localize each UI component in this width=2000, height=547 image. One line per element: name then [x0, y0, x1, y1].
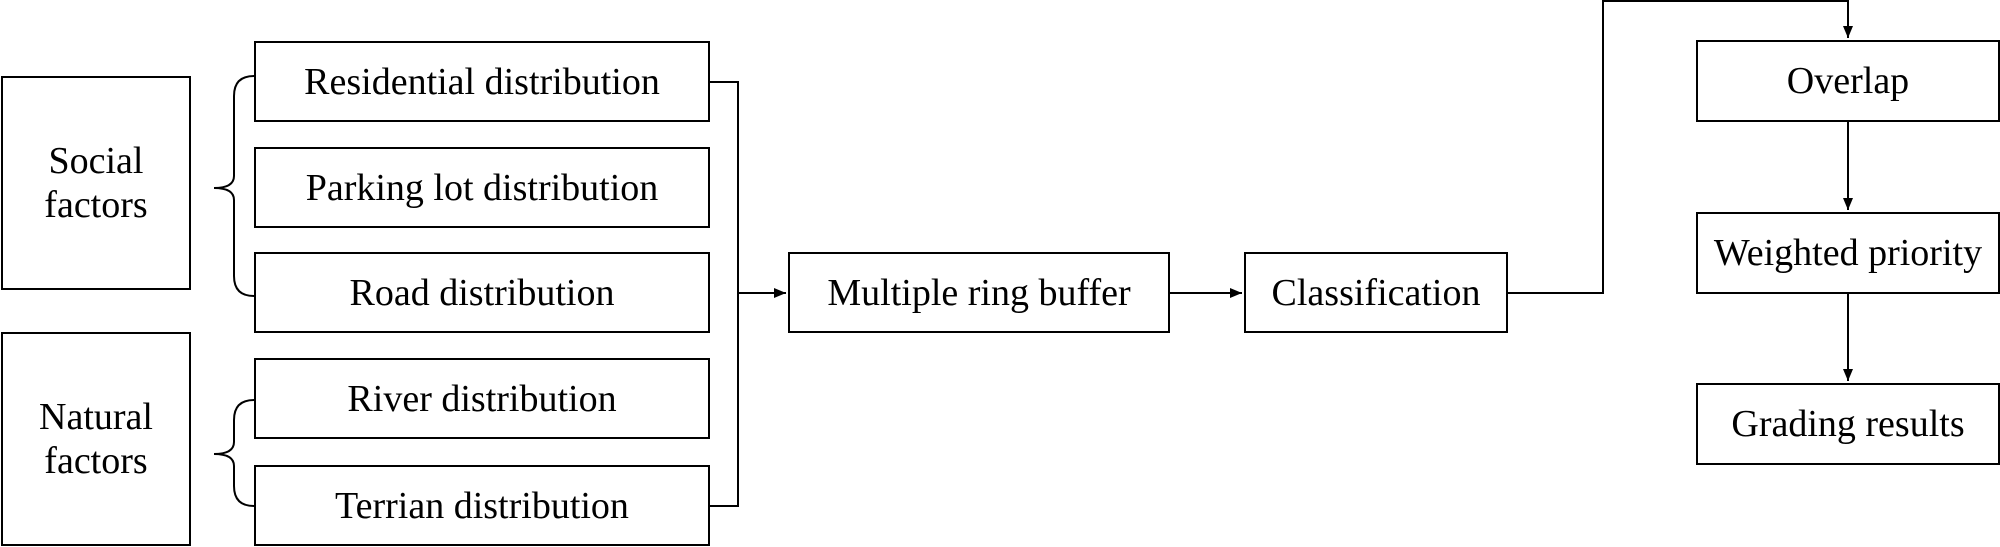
parking-lot-distribution-box: Parking lot distribution	[254, 147, 710, 228]
natural-factors-label-line2: factors	[44, 440, 148, 482]
multiple-ring-buffer-box: Multiple ring buffer	[788, 252, 1170, 333]
natural-factors-box: Natural factors	[1, 332, 191, 546]
overlap-box: Overlap	[1696, 40, 2000, 122]
social-brace	[213, 75, 255, 297]
social-factors-box: Social factors	[1, 76, 191, 290]
collector-line	[710, 81, 739, 507]
terrain-distribution-box: Terrian distribution	[254, 465, 710, 546]
line-to-overlap	[1508, 0, 1853, 294]
natural-factors-label-line1: Natural	[39, 396, 153, 438]
residential-distribution-box: Residential distribution	[254, 41, 710, 122]
road-distribution-box: Road distribution	[254, 252, 710, 333]
natural-brace	[213, 399, 255, 507]
social-factors-label-line2: factors	[44, 184, 148, 226]
grading-results-box: Grading results	[1696, 383, 2000, 465]
river-distribution-box: River distribution	[254, 358, 710, 439]
weighted-priority-box: Weighted priority	[1696, 212, 2000, 294]
social-factors-label-line1: Social	[48, 140, 144, 182]
classification-box: Classification	[1244, 252, 1508, 333]
